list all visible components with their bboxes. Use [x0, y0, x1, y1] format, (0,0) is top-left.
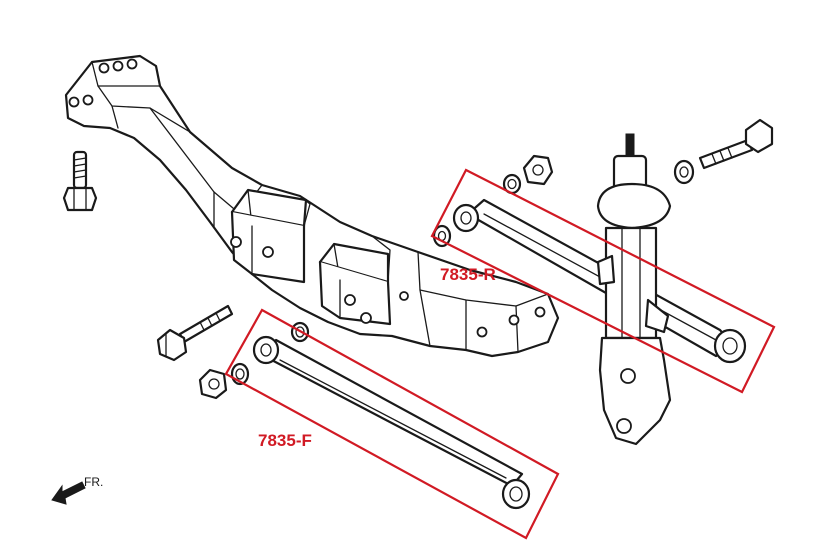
direction-indicator: FR.	[51, 475, 103, 505]
bolt-right-icon	[698, 118, 774, 170]
washer-front-upper-icon	[290, 321, 310, 343]
strut	[596, 133, 672, 446]
bolt-vertical-icon	[62, 150, 98, 212]
front-arm-part-number: 7835-F	[258, 431, 312, 450]
washer-right-icon	[673, 159, 695, 185]
rear-arm-part-number: 7835-R	[440, 265, 496, 284]
nut-left-icon	[198, 368, 228, 400]
nut-rear-icon	[522, 154, 554, 186]
front-arm-highlight-frame	[224, 308, 560, 540]
direction-label: FR.	[84, 475, 103, 489]
rear-arm-highlight-frame	[430, 168, 776, 394]
bolt-front-arm-icon	[156, 304, 234, 362]
front-arm-7835-f	[252, 335, 531, 510]
crossmember	[64, 54, 560, 358]
arrow-left-down-icon	[51, 481, 86, 505]
